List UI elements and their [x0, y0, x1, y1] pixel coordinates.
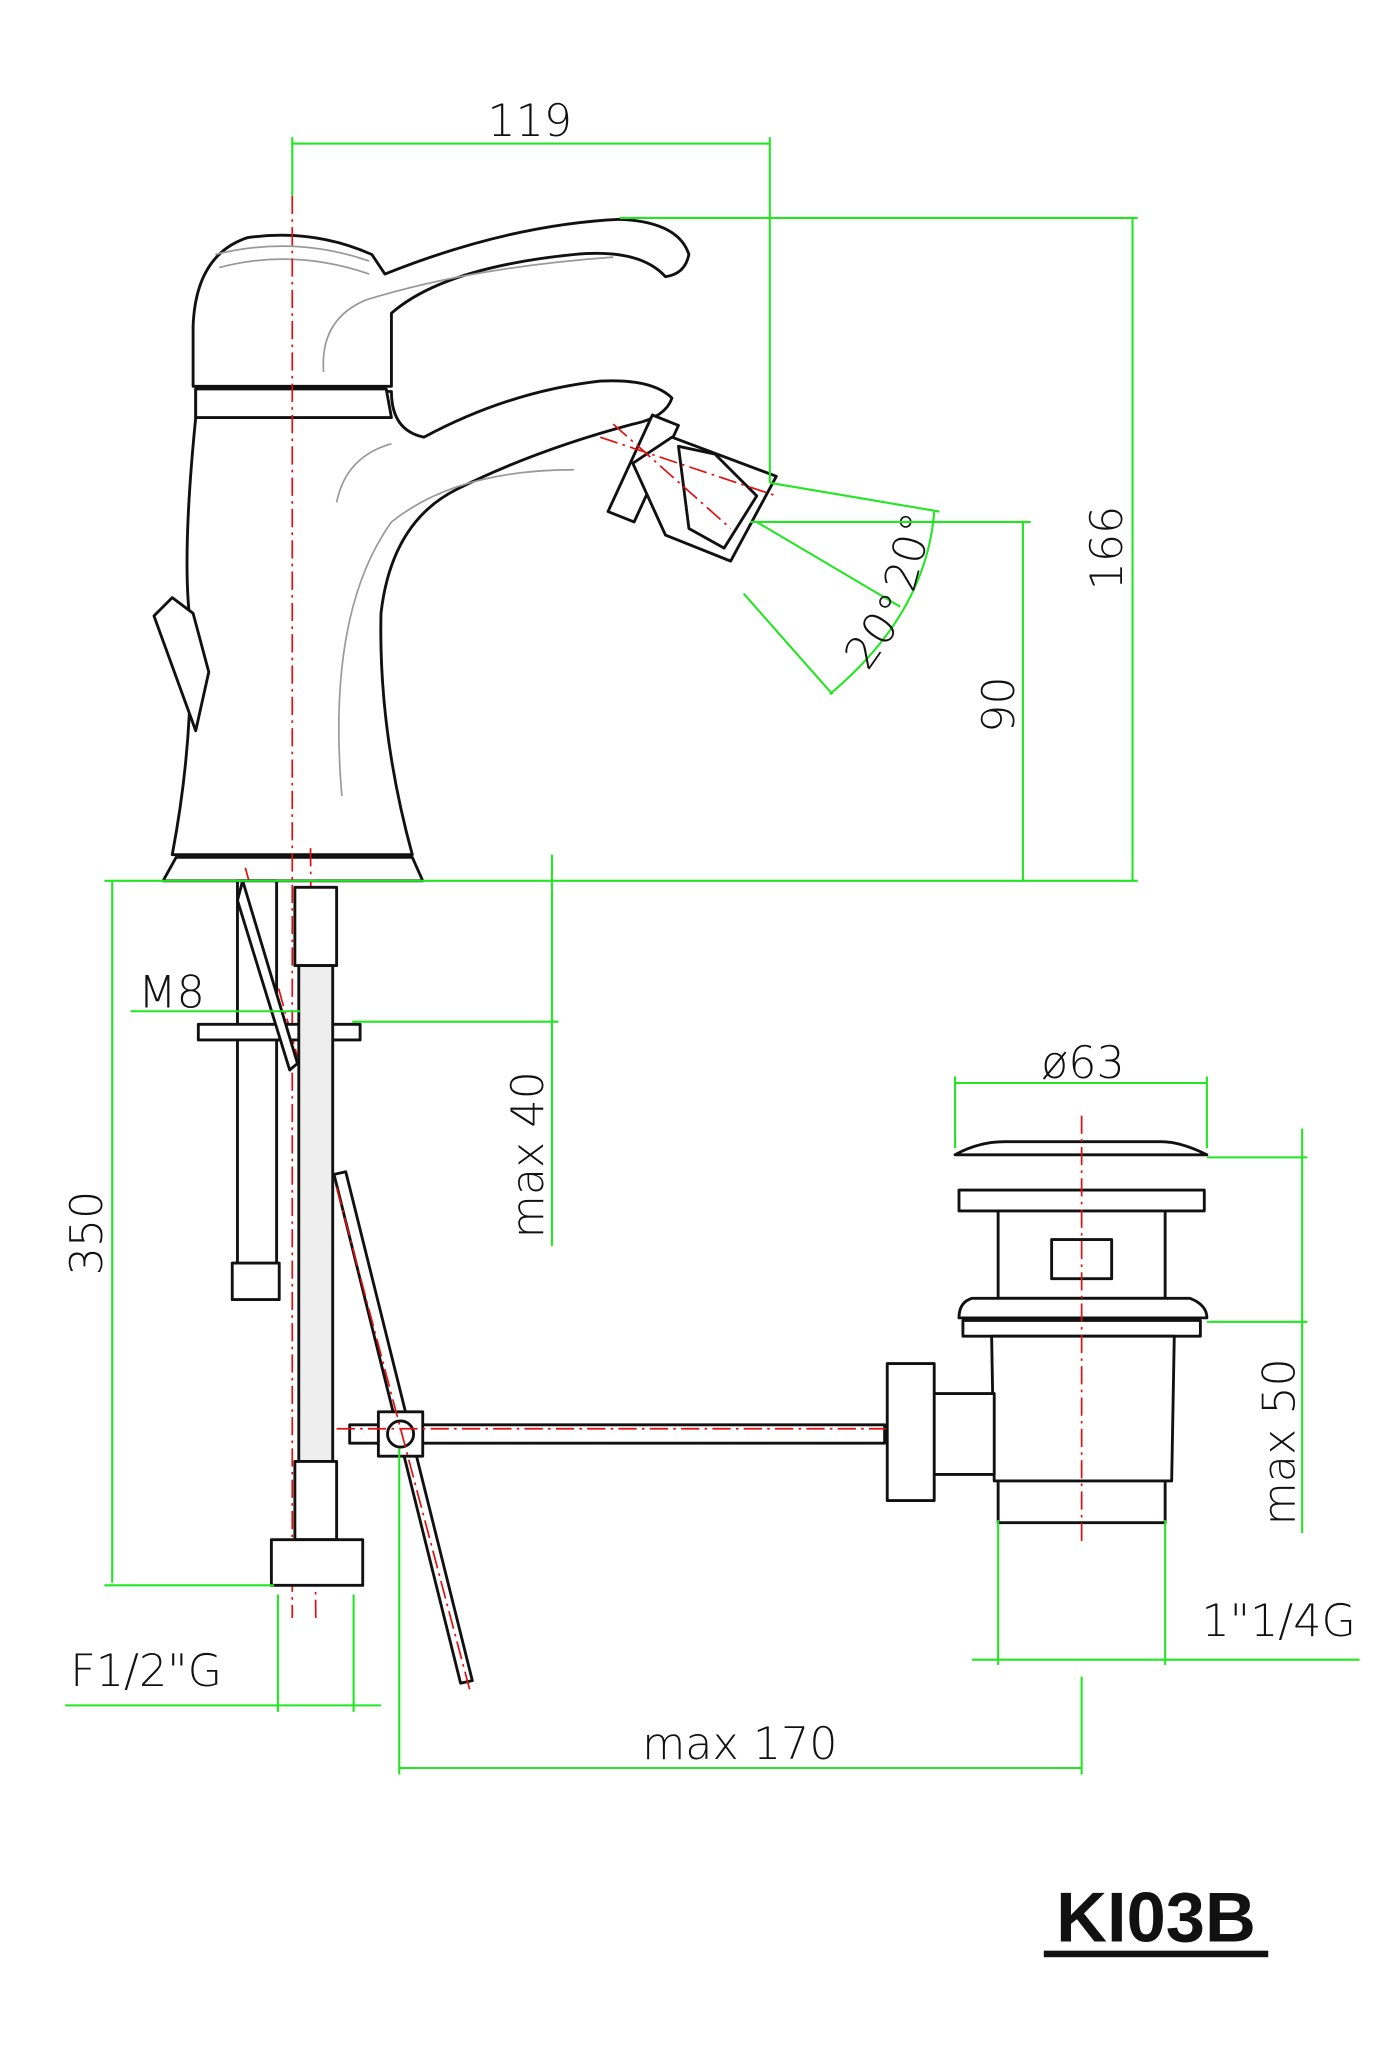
pop-up-rod: [332, 1170, 992, 1690]
supply-hoses: [196, 879, 365, 1587]
hose-length-label: 350: [62, 1191, 113, 1276]
waste-height-label: max 50: [1254, 1358, 1305, 1525]
spray-angle-lines: 20° 20°: [742, 481, 945, 696]
bidet-nozzle: [599, 413, 778, 563]
width-label: 119: [487, 96, 572, 147]
angle-up-label: 20°: [875, 507, 945, 596]
inlet-thread-label: F1/2"G: [70, 1646, 222, 1697]
thread-rod-label: M8: [138, 967, 205, 1018]
model-code: KI03B: [1056, 1878, 1256, 1957]
waste-diameter-label: ø63: [1041, 1038, 1125, 1089]
faucet-body: [152, 217, 691, 883]
model-code-underline: [1043, 1950, 1269, 1958]
reach-label: max 170: [642, 1719, 837, 1770]
pop-up-waste: [885, 1115, 1209, 1547]
nozzle-height-label: 90: [974, 676, 1025, 732]
deck-thickness-label: max 40: [503, 1071, 554, 1238]
dimension-lines: [65, 137, 1360, 1775]
waste-thread-label: 1"1/4G: [1201, 1596, 1355, 1647]
height-label: 166: [1082, 506, 1133, 591]
